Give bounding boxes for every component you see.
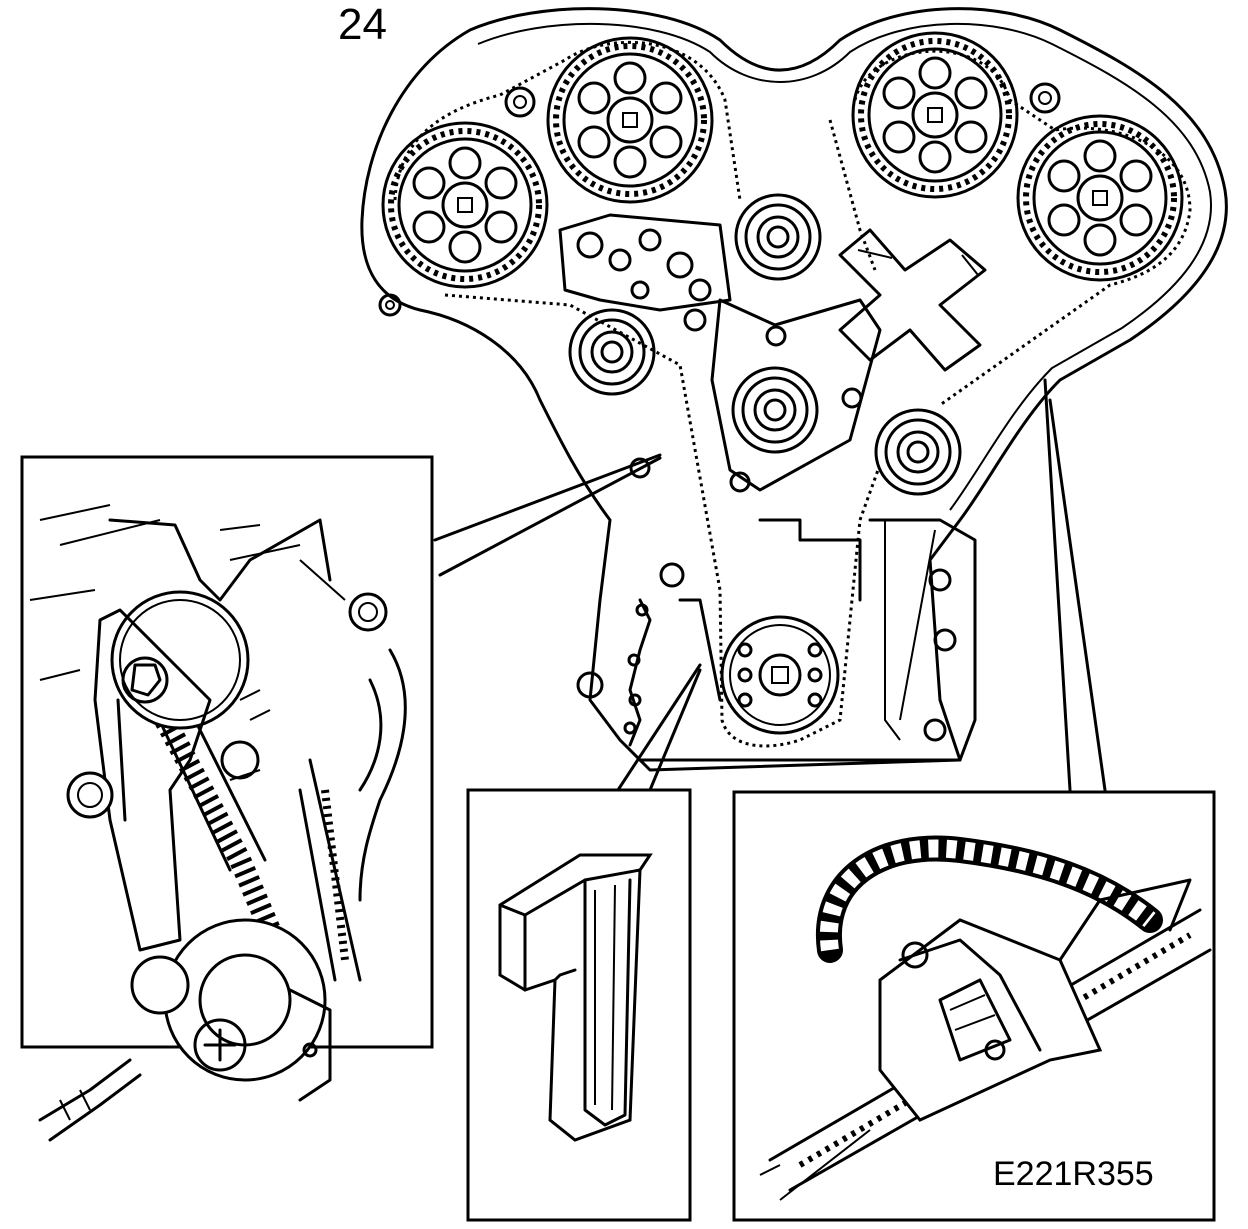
engine-diagram bbox=[360, 7, 1228, 792]
step-number: 24 bbox=[338, 0, 387, 49]
tensioner-inset bbox=[20, 455, 434, 1142]
figure-code: E221R355 bbox=[993, 1155, 1154, 1193]
belt-tool-inset bbox=[732, 790, 1216, 1222]
marker-inset bbox=[466, 788, 692, 1222]
